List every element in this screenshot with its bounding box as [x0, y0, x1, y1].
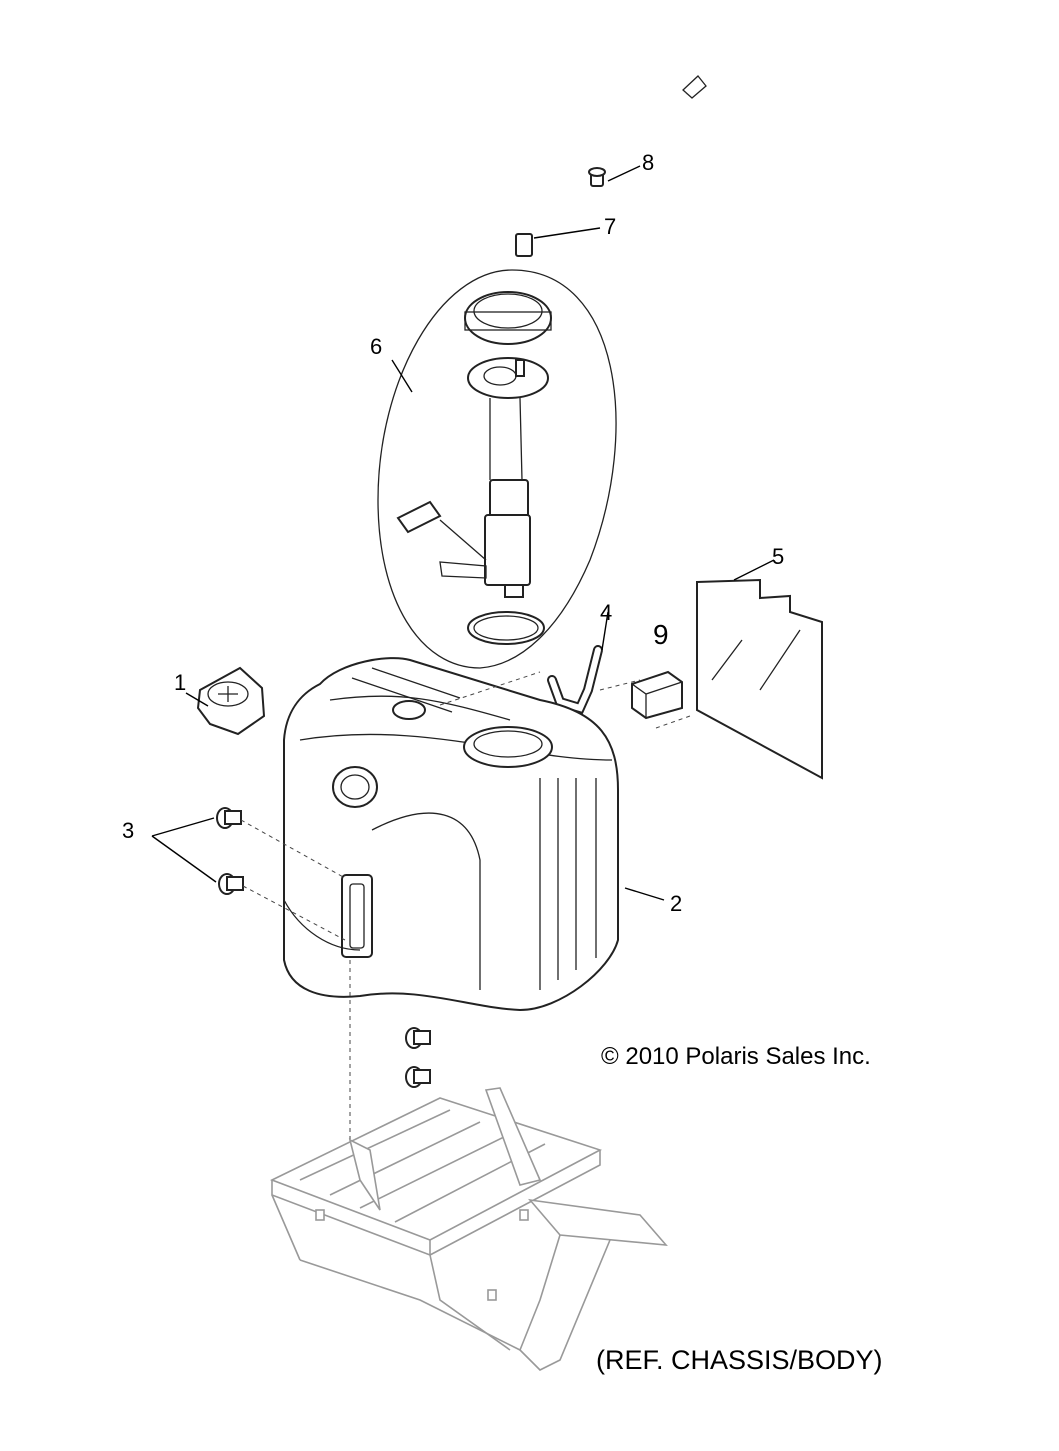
chassis-reference	[269, 1087, 668, 1371]
callout-8: 8	[642, 150, 654, 175]
part-3-bolts	[216, 807, 431, 1088]
callout-6: 6	[370, 334, 382, 359]
part-6-fuel-pump-assembly	[377, 269, 617, 669]
part-9-block	[631, 670, 683, 720]
part-4-hose	[547, 645, 603, 715]
part-2-fuel-tank	[283, 657, 619, 1012]
callout-5: 5	[772, 544, 784, 569]
part-1-fuel-cap	[196, 666, 266, 736]
part-5-label	[696, 578, 823, 780]
callout-3: 3	[122, 818, 134, 843]
alignment-lines	[240, 671, 691, 1150]
callout-4: 4	[600, 600, 612, 625]
callout-9: 9	[653, 619, 669, 650]
leader-lines	[151, 165, 775, 901]
callout-1: 1	[174, 670, 186, 695]
chassis-reference-note: (REF. CHASSIS/BODY)	[596, 1345, 883, 1375]
copyright-notice: © 2010 Polaris Sales Inc.	[601, 1043, 871, 1070]
callouts: 1 2 3 4 5 6 7 8 9	[122, 150, 784, 916]
part-8-screw	[588, 167, 606, 187]
part-7-harness	[515, 75, 707, 257]
callout-7: 7	[604, 214, 616, 239]
callout-2: 2	[670, 891, 682, 916]
